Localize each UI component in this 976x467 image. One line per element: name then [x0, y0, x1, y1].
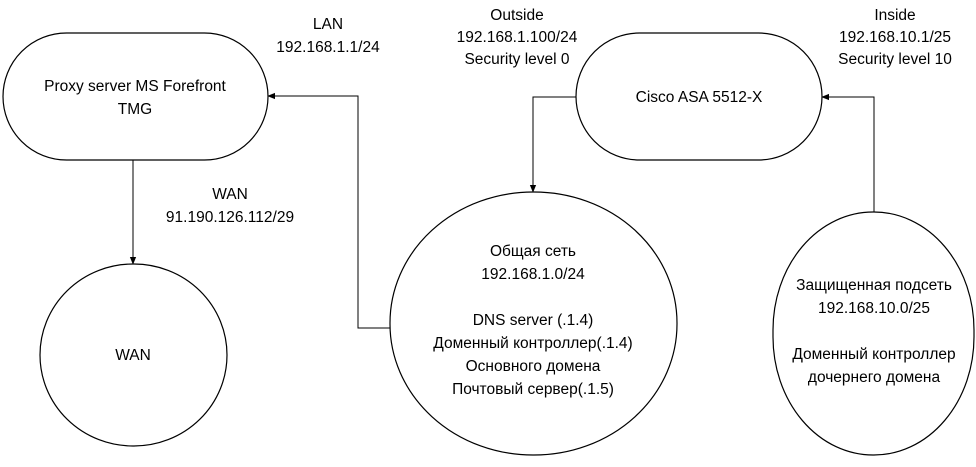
inside-label-line2: 192.168.10.1/25: [839, 29, 951, 46]
common-network-line4: Доменный контроллер(.1.4): [433, 335, 632, 352]
proxy-server-node: [2, 32, 269, 161]
lan-label-line1: LAN: [313, 16, 343, 33]
connector-common-net-to-proxy: [267, 92, 390, 329]
wan-node-label: WAN: [115, 347, 151, 364]
protected-subnet-node: [772, 211, 975, 456]
inside-label-line3: Security level 10: [838, 51, 952, 68]
connector-protected-net-to-asa: [821, 93, 875, 212]
protected-subnet-line3: Доменный контроллер: [792, 346, 955, 363]
common-network-line2: 192.168.1.0/24: [481, 266, 585, 283]
protected-subnet-line2: 192.168.10.0/25: [818, 300, 930, 317]
lan-label-line2: 192.168.1.1/24: [276, 39, 380, 56]
wan-node: [39, 263, 228, 447]
common-network-line6: Почтовый сервер(.1.5): [452, 381, 614, 398]
common-network-line5: Основного домена: [466, 358, 601, 375]
common-network-node: [389, 191, 678, 456]
common-network-line3: DNS server (.1.4): [473, 312, 594, 329]
cisco-asa-node: [575, 32, 823, 161]
wan-link-label-line1: WAN: [212, 186, 248, 203]
common-network-line1: Общая сеть: [490, 243, 576, 260]
cisco-asa-label: Cisco ASA 5512-X: [636, 89, 763, 106]
proxy-server-label-line2: TMG: [118, 101, 152, 118]
outside-label-line3: Security level 0: [464, 51, 569, 68]
wan-link-label-line2: 91.190.126.112/29: [166, 209, 294, 226]
outside-label-line2: 192.168.1.100/24: [457, 29, 578, 46]
proxy-server-label-line1: Proxy server MS Forefront: [44, 78, 226, 95]
protected-subnet-line4: дочернего домена: [808, 369, 941, 386]
outside-label-line1: Outside: [490, 7, 543, 24]
connector-asa-to-common-net: [529, 96, 576, 193]
inside-label-line1: Inside: [874, 7, 915, 24]
protected-subnet-line1: Защищенная подсеть: [796, 277, 952, 294]
